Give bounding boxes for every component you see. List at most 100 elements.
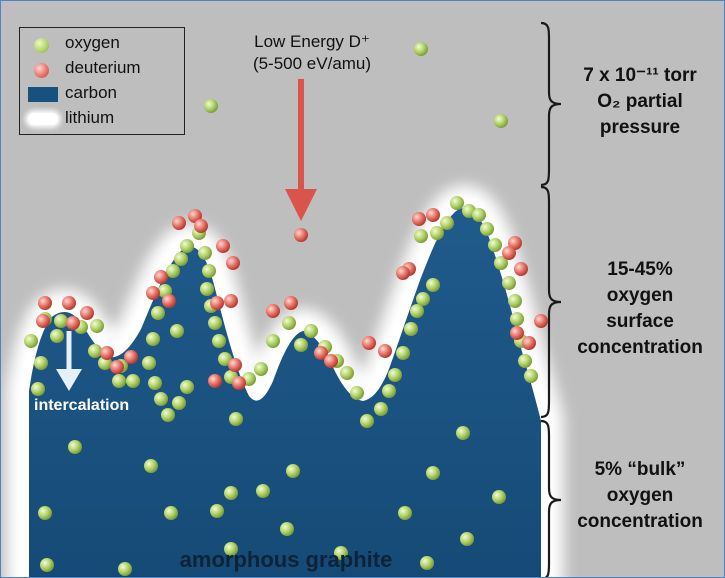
deuterium-atom [232,376,246,390]
oxygen-atom [524,369,538,383]
atoms [24,42,548,576]
oxygen-atom [494,256,508,270]
region-label-top: 7 x 10⁻¹¹ torr O₂ partial pressure [561,63,719,141]
beam-label-line1: Low Energy D⁺ [254,32,370,51]
oxygen-atom [396,346,410,360]
oxygen-atom [198,246,212,260]
deuterium-atom [224,294,238,308]
oxygen-atom [420,556,434,570]
bracket-bulk-region [540,419,562,577]
region-middle-line3: surface [606,311,674,332]
oxygen-atom [492,490,506,504]
deuterium-atom [412,212,426,226]
legend-item-oxygen: oxygen [20,32,184,56]
oxygen-atom [90,319,104,333]
oxygen-atom [304,324,318,338]
oxygen-atom [180,239,194,253]
carbon-bulk [29,208,541,577]
oxygen-atom [146,332,160,346]
deuterium-atom [522,336,536,350]
deuterium-atom [62,296,76,310]
oxygen-atom [502,276,516,290]
oxygen-atom [426,466,440,480]
legend: oxygen deuterium carbon lithium [19,27,185,135]
oxygen-atom [280,522,294,536]
deuterium-atom [324,354,338,368]
oxygen-atom [282,316,296,330]
oxygen-atom [398,506,412,520]
region-top-line2: O₂ partial [597,91,683,112]
intercalation-arrow-head [56,369,82,391]
oxygen-atom [508,294,522,308]
oxygen-atom [494,114,508,128]
oxygen-atom [38,506,52,520]
legend-label-lithium: lithium [65,108,115,127]
oxygen-atom [24,334,38,348]
deuterium-atom [208,374,222,388]
oxygen-atom [142,356,156,370]
legend-item-carbon: carbon [20,82,184,106]
deuterium-atom [36,314,50,328]
deuterium-atom [294,228,308,242]
oxygen-atom [360,414,374,428]
oxygen-atom [224,542,238,556]
region-label-bottom: 5% “bulk” oxygen concentration [561,457,719,535]
bracket-surface-region [540,185,562,419]
oxygen-atom [200,282,214,296]
oxygen-atom [410,304,424,318]
legend-item-deuterium: deuterium [20,57,184,81]
oxygen-atom [440,216,454,230]
oxygen-atom [229,412,243,426]
oxygen-atom [414,229,428,243]
oxygen-atom [212,334,226,348]
oxygen-atom [480,222,494,236]
oxygen-atom [202,264,216,278]
oxygen-atom [210,504,224,518]
legend-label-oxygen: oxygen [65,33,120,52]
oxygen-swatch [34,38,49,53]
bracket-gas-region [540,21,562,187]
beam-arrow-head [285,189,317,221]
oxygen-atom [488,238,502,252]
oxygen-atom [286,464,300,478]
arrows [56,79,317,391]
deuterium-atom [110,360,124,374]
intercalation-label: intercalation [34,397,130,414]
region-bottom-line3: concentration [577,511,703,532]
region-middle-line2: oxygen [606,285,674,306]
oxygen-atom [172,396,186,410]
deuterium-atom [514,262,528,276]
region-bottom-line1: 5% “bulk” [594,459,686,480]
deuterium-atom [378,344,392,358]
lithium-swatch [28,113,58,125]
deuterium-atom [314,346,328,360]
legend-label-deuterium: deuterium [65,58,141,77]
oxygen-atom [161,408,175,422]
oxygen-atom [426,278,440,292]
deuterium-atom [396,266,410,280]
oxygen-atom [151,306,165,320]
oxygen-atom [154,392,168,406]
deuterium-atom [362,336,376,350]
beam-label: Low Energy D⁺ (5-500 eV/amu) [237,31,387,75]
oxygen-atom [164,506,178,520]
oxygen-atom [50,329,64,343]
oxygen-atom [510,312,524,326]
oxygen-atom [31,382,45,396]
deuterium-atom [502,246,516,260]
oxygen-atom [350,386,364,400]
oxygen-atom [126,374,140,388]
deuterium-atom [38,296,52,310]
deuterium-atom [534,314,548,328]
deuterium-atom [426,208,440,222]
deuterium-atom [228,358,242,372]
deuterium-atom [284,296,298,310]
deuterium-atom [66,316,80,330]
oxygen-atom [294,338,308,352]
oxygen-atom [208,316,222,330]
deuterium-atom [210,296,224,310]
oxygen-atom [180,380,194,394]
material-label: amorphous graphite [179,547,393,572]
